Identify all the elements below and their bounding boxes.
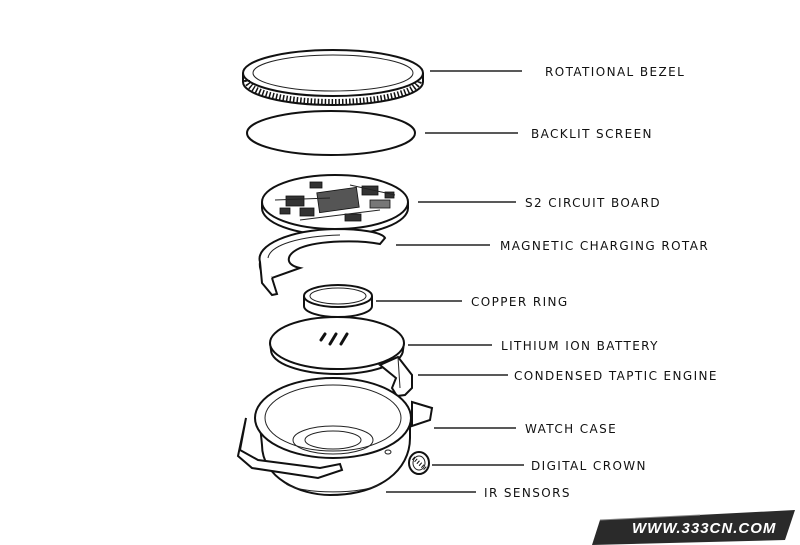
leader-lines [376,70,524,493]
copper-ring-part [303,284,373,318]
rotational-bezel-part [242,49,424,106]
charging-rotar-part [258,227,387,297]
label-battery: LITHIUM ION BATTERY [501,339,659,353]
backlit-screen-part [246,110,416,156]
label-backlit-screen: BACKLIT SCREEN [531,127,653,141]
watch-case-part [236,377,434,497]
part-labels: ROTATIONAL BEZEL BACKLIT SCREEN S2 CIRCU… [471,65,718,500]
watermark: WWW.333CN.COM [592,510,795,545]
label-charging-rotar: MAGNETIC CHARGING ROTAR [500,239,709,253]
digital-crown-part [408,451,430,475]
taptic-engine-part [378,355,413,398]
label-watch-case: WATCH CASE [525,422,617,436]
label-circuit-board: S2 CIRCUIT BOARD [525,196,661,210]
watermark-text: WWW.333CN.COM [632,520,776,537]
label-ir-sensors: IR SENSORS [484,486,571,500]
circuit-board-part [261,174,409,236]
label-taptic-engine: CONDENSED TAPTIC ENGINE [514,369,718,383]
label-rotational-bezel: ROTATIONAL BEZEL [545,65,685,79]
label-copper-ring: COPPER RING [471,295,569,309]
label-digital-crown: DIGITAL CROWN [531,459,647,473]
